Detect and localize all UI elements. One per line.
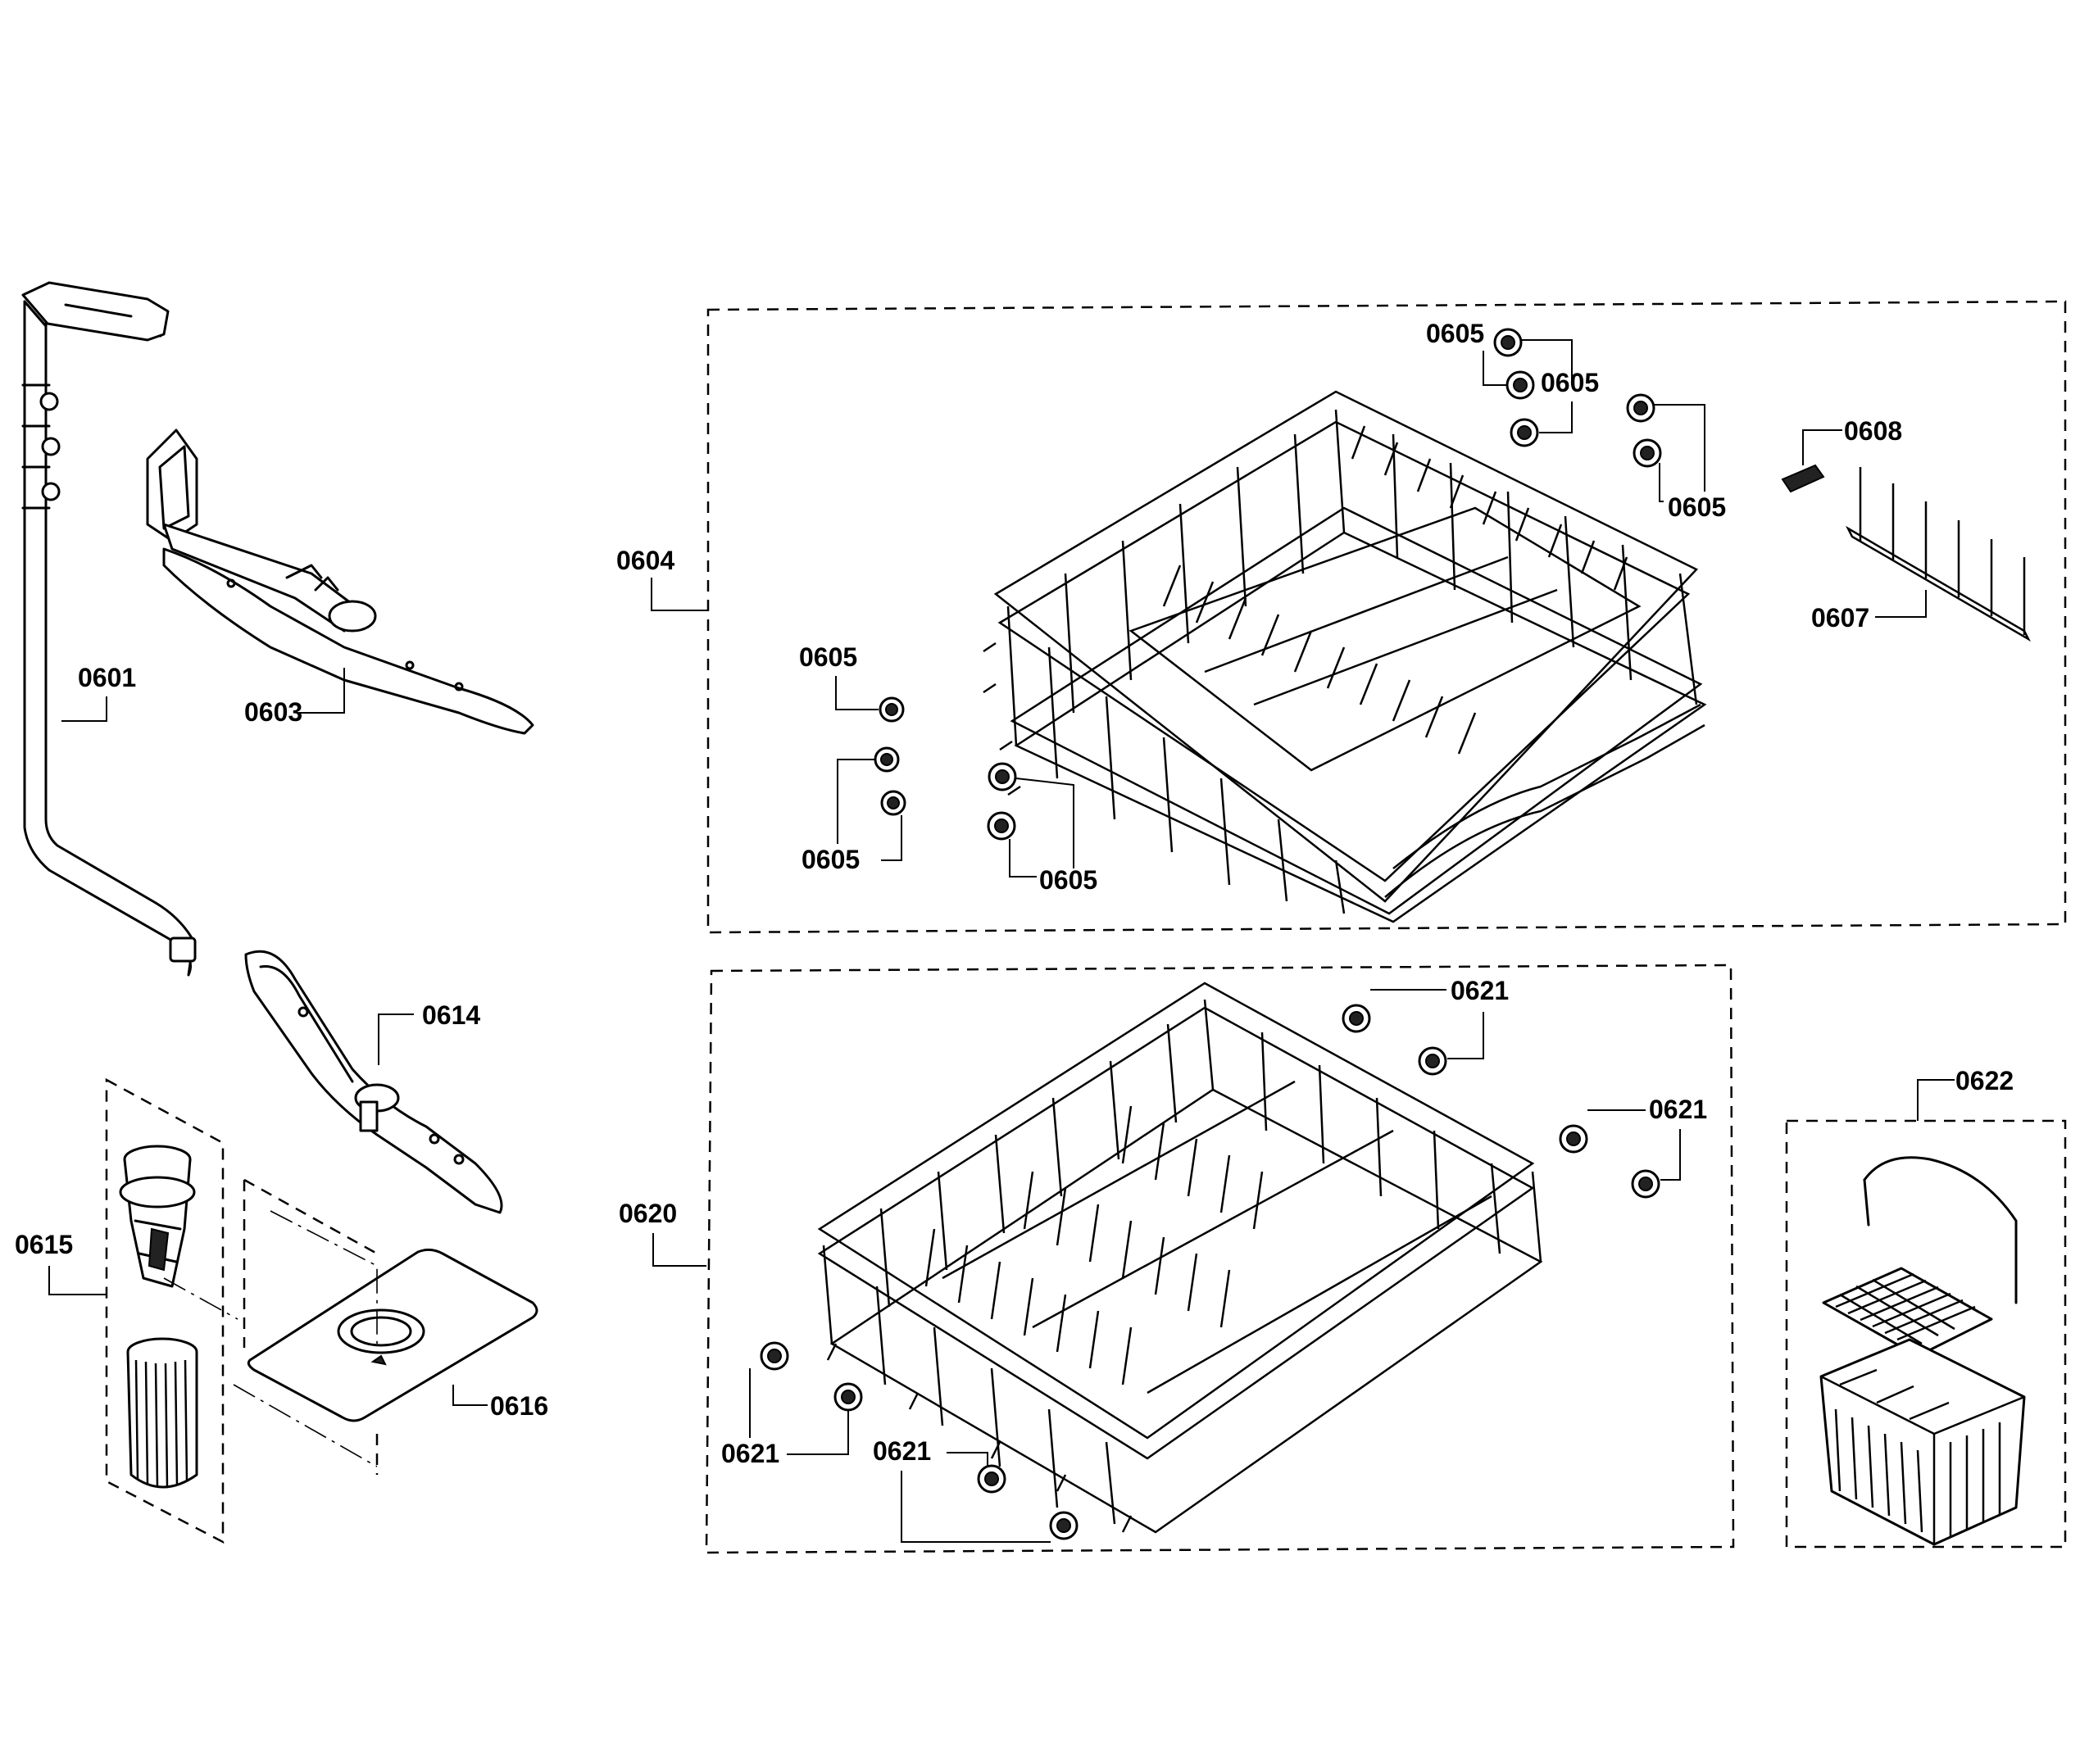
leader-0604	[651, 578, 708, 611]
label-0621-c: 0621	[721, 1439, 779, 1468]
lower-rack-basket	[817, 982, 1543, 1534]
wheel-0605-1	[1493, 328, 1523, 357]
wheel-0621-2	[1418, 1046, 1447, 1076]
leader-0616	[452, 1385, 488, 1406]
label-0621-a: 0621	[1451, 976, 1509, 1005]
label-0620: 0620	[619, 1199, 677, 1228]
plate-group-box	[243, 1178, 379, 1475]
label-0604: 0604	[616, 546, 674, 575]
filter-group-box	[105, 1077, 225, 1544]
leader-0603	[299, 668, 345, 714]
wheel-0605-3	[1510, 418, 1539, 447]
leader-0607	[1875, 590, 1927, 618]
label-0621-b: 0621	[1649, 1095, 1707, 1124]
filter-cylinder-0615	[119, 1145, 196, 1288]
leader-0614	[378, 1014, 414, 1065]
label-0622: 0622	[1955, 1066, 2014, 1095]
lower-spray-arm-0614	[244, 950, 503, 1214]
leader-0608	[1802, 429, 1842, 465]
leader-0605-d	[835, 676, 879, 710]
leader-0605-f	[1009, 778, 1074, 877]
upper-spray-arm-0603	[146, 429, 534, 735]
label-0601: 0601	[78, 663, 136, 692]
label-0605-b: 0605	[1541, 368, 1599, 397]
wheel-0605-8	[880, 790, 906, 816]
lower-rack-group-box	[705, 964, 1735, 1554]
wheel-0605-10	[987, 811, 1016, 841]
label-0605-c: 0605	[1668, 492, 1726, 522]
label-0621-d: 0621	[873, 1436, 931, 1466]
leader-0622	[1917, 1079, 1955, 1121]
label-0605-f: 0605	[1039, 865, 1097, 895]
clip-0608	[1781, 464, 1825, 493]
wheel-0605-4	[1626, 393, 1655, 423]
cutlery-group-box	[1785, 1119, 2067, 1549]
leader-0621-c	[749, 1368, 849, 1455]
wheel-0605-7	[874, 746, 900, 773]
flat-filter-0616	[247, 1248, 538, 1422]
label-0615: 0615	[15, 1230, 73, 1259]
wheel-0605-9	[988, 762, 1017, 791]
leader-0620	[652, 1233, 706, 1267]
leader-0621-d	[901, 1452, 1051, 1543]
wheel-0621-6	[833, 1382, 863, 1412]
cutlery-basket-0622	[1819, 1156, 2026, 1546]
leader-0615	[48, 1266, 107, 1295]
cup-shelf-0607	[1846, 467, 2031, 642]
wheel-0621-5	[760, 1341, 789, 1371]
label-0605-e: 0605	[802, 845, 860, 874]
wheel-0621-7	[977, 1464, 1006, 1494]
wheel-0621-3	[1559, 1124, 1588, 1154]
label-0605-a: 0605	[1426, 319, 1484, 348]
filter-mesh-0615	[126, 1337, 198, 1489]
leader-0605-e	[837, 759, 902, 861]
wheel-0621-4	[1631, 1169, 1660, 1199]
supply-tube-0601	[21, 281, 197, 977]
leader-0601	[61, 696, 107, 722]
label-0608: 0608	[1844, 416, 1902, 446]
leader-0605-c	[1654, 404, 1705, 502]
leader-0605-a	[1483, 339, 1573, 386]
wheel-0605-5	[1633, 438, 1662, 468]
label-0614: 0614	[422, 1000, 480, 1030]
label-0607: 0607	[1811, 603, 1869, 633]
leader-0621-a	[1370, 989, 1484, 1059]
wheel-0605-2	[1505, 370, 1535, 400]
wheel-0621-8	[1049, 1511, 1079, 1540]
leader-0621-b	[1587, 1109, 1681, 1181]
label-0603: 0603	[244, 697, 302, 727]
center-line-0616	[163, 1210, 378, 1467]
leader-0605-b	[1539, 401, 1573, 433]
label-0616: 0616	[490, 1391, 548, 1421]
wheel-0605-6	[879, 696, 905, 723]
label-0605-d: 0605	[799, 642, 857, 672]
upper-rack-group-box	[706, 300, 2067, 934]
wheel-0621-1	[1342, 1004, 1371, 1033]
upper-rack-basket	[983, 390, 1707, 923]
